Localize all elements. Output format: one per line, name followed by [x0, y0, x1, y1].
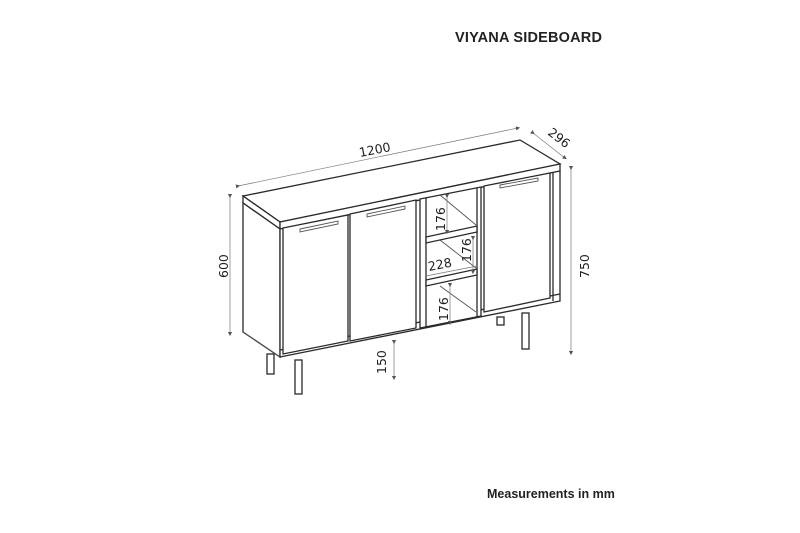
dimension-total-height: 750 [568, 165, 592, 356]
dim-depth-label: 296 [545, 125, 573, 152]
dim-width-label: 1200 [358, 139, 392, 160]
door-right [483, 172, 551, 313]
dim-750-label: 750 [577, 254, 592, 278]
dim-shelf-middle-label: 176 [459, 238, 474, 262]
legs [266, 312, 530, 395]
dimension-shelf-heights: 176 176 176 [433, 193, 476, 326]
dimension-body-height: 600 [216, 193, 233, 337]
dim-shelf-top-label: 176 [433, 207, 448, 231]
product-title: VIYANA SIDEBOARD [455, 30, 603, 46]
units-note: Measurements in mm [487, 487, 615, 501]
dim-shelf-bottom-label: 176 [436, 297, 451, 321]
dim-600-label: 600 [216, 254, 231, 278]
open-shelf-compartment [419, 186, 482, 329]
left-side-panel [242, 201, 281, 359]
dim-150-label: 150 [374, 350, 389, 374]
door-left [282, 214, 349, 355]
dim-228-label: 228 [427, 255, 453, 274]
dimension-width: 1200 [235, 126, 521, 189]
dimension-leg-height: 150 [374, 339, 397, 381]
door-middle [349, 199, 417, 342]
dimension-shelf-width: 228 [425, 255, 478, 277]
